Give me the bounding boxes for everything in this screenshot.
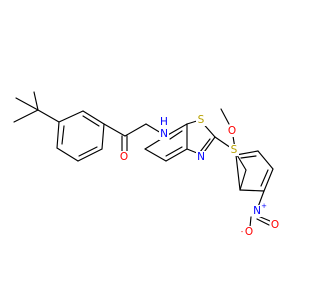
bond bbox=[101, 123, 105, 150]
bond bbox=[56, 121, 60, 149]
bond bbox=[33, 91, 39, 111]
bond bbox=[37, 109, 60, 123]
atom-label: N bbox=[253, 205, 261, 217]
bond bbox=[220, 108, 230, 125]
bond bbox=[165, 148, 188, 162]
bond bbox=[235, 150, 259, 156]
bond bbox=[169, 130, 183, 140]
bond bbox=[256, 218, 270, 226]
atom-charge: - bbox=[241, 228, 244, 236]
atom-label: O bbox=[271, 219, 279, 231]
bond bbox=[165, 146, 183, 157]
bond bbox=[78, 146, 98, 157]
atom-label: O bbox=[120, 151, 128, 163]
atom-label: N bbox=[197, 151, 205, 163]
amide-hydrogen: H bbox=[159, 116, 169, 128]
structure-drawing: N H O S N S O N + bbox=[13, 91, 280, 238]
bond bbox=[263, 168, 274, 192]
methoxy-oxygen: O bbox=[227, 125, 237, 137]
bond bbox=[239, 169, 247, 191]
bond bbox=[257, 190, 265, 208]
bond bbox=[199, 138, 211, 153]
bond bbox=[239, 189, 265, 192]
bond-layer bbox=[13, 91, 274, 228]
bond bbox=[58, 110, 84, 123]
atom-label: H bbox=[160, 116, 168, 128]
thiazole-nitrogen: N bbox=[196, 151, 206, 163]
atom-label: S bbox=[231, 144, 238, 156]
bond bbox=[165, 123, 188, 137]
thiazole-sulfur: S bbox=[196, 114, 206, 126]
bond bbox=[260, 169, 269, 187]
atom-labels: N H O S N S O N + bbox=[119, 114, 280, 238]
bond bbox=[235, 154, 241, 191]
nitro-nitrogen: N + bbox=[252, 202, 267, 217]
bond bbox=[56, 147, 79, 162]
amide-nitrogen: N bbox=[159, 128, 169, 140]
bond bbox=[82, 115, 100, 127]
bond bbox=[257, 150, 274, 170]
bond bbox=[240, 155, 257, 159]
atom-label: S bbox=[198, 114, 205, 126]
bond bbox=[249, 216, 252, 228]
bond bbox=[144, 148, 167, 162]
thioether-sulfur: S bbox=[229, 144, 239, 156]
molecule-diagram: N H O S N S O N + bbox=[13, 91, 280, 238]
atom-label: O bbox=[228, 125, 236, 137]
nitro-oxygen: O bbox=[270, 219, 280, 231]
bond bbox=[13, 109, 39, 123]
atom-label: O bbox=[245, 226, 253, 238]
atom-charge: + bbox=[261, 202, 267, 210]
bond bbox=[103, 123, 126, 137]
bond bbox=[82, 110, 105, 125]
bond bbox=[124, 123, 147, 137]
atom-label: N bbox=[160, 128, 168, 140]
nitro-oxygen-anion: O - bbox=[241, 226, 254, 238]
bond bbox=[61, 125, 65, 145]
carbonyl-oxygen: O bbox=[119, 151, 129, 163]
bond bbox=[15, 97, 39, 111]
bond bbox=[77, 148, 103, 162]
